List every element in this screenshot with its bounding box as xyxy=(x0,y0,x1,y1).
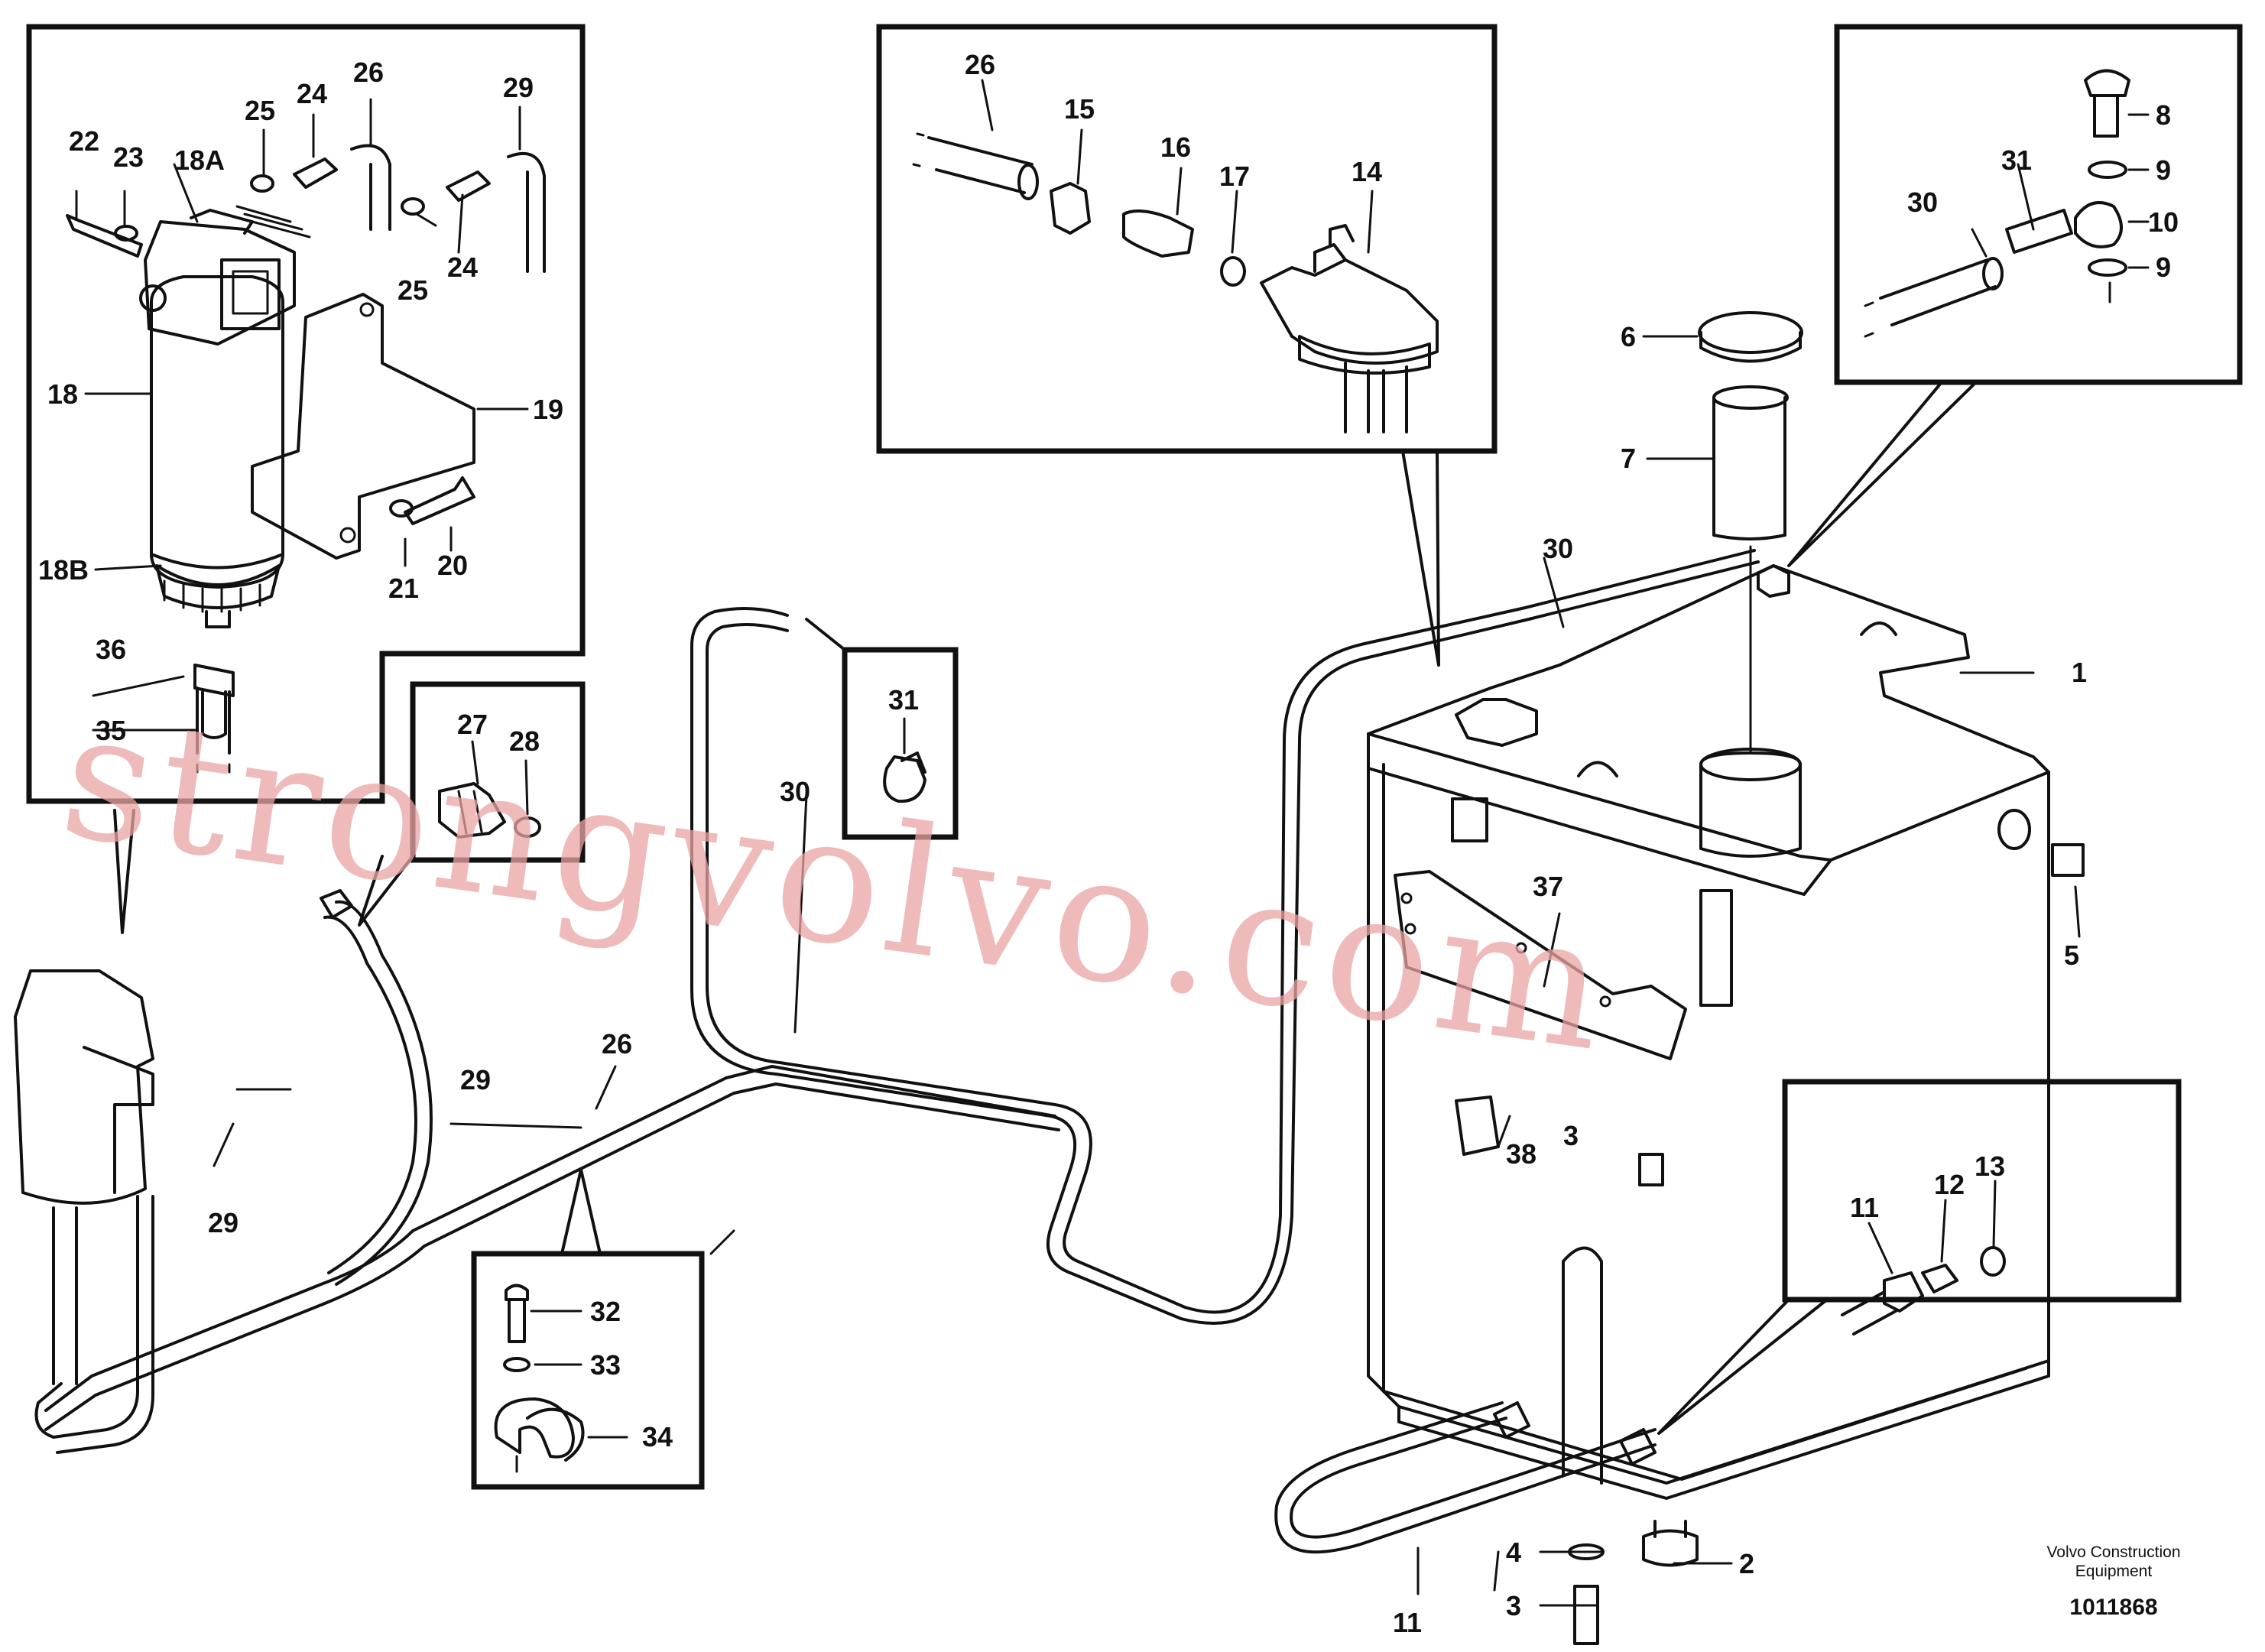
label-2: 2 xyxy=(1739,1548,1754,1579)
label-24a: 24 xyxy=(297,78,327,109)
detail-box-hose-end xyxy=(1782,1079,2182,1336)
label-32: 32 xyxy=(590,1296,621,1327)
label-7: 7 xyxy=(1621,443,1636,474)
label-25b: 25 xyxy=(398,274,428,306)
brand-line-2: Equipment xyxy=(2075,1563,2153,1580)
label-26-main: 26 xyxy=(602,1028,632,1060)
label-10: 10 xyxy=(2148,206,2179,238)
label-11: 11 xyxy=(1393,1607,1422,1638)
label-9a: 9 xyxy=(2156,154,2171,186)
label-4: 4 xyxy=(1506,1537,1521,1568)
label-33: 33 xyxy=(590,1349,621,1381)
detail-box-sender xyxy=(876,24,1498,454)
detail-box-filter xyxy=(26,24,586,804)
label-5: 5 xyxy=(2064,940,2079,971)
label-36: 36 xyxy=(96,634,126,665)
label-22: 22 xyxy=(69,125,99,157)
detail-box-clip xyxy=(842,647,959,840)
label-8: 8 xyxy=(2156,99,2171,131)
label-3: 3 xyxy=(1506,1590,1521,1621)
label-26-detail: 26 xyxy=(965,49,995,80)
label-12: 12 xyxy=(1934,1169,1965,1200)
label-25a: 25 xyxy=(245,95,275,126)
detail-box-clamp xyxy=(471,1251,705,1490)
watermark-text: strongvolvo.com xyxy=(50,673,1622,1092)
label-29-a: 29 xyxy=(460,1064,491,1095)
label-35: 35 xyxy=(96,715,126,746)
callout-pointers xyxy=(113,381,1978,1435)
label-9b: 9 xyxy=(2156,252,2171,283)
detail-box-banjo xyxy=(1834,24,2243,385)
label-14: 14 xyxy=(1352,156,1382,187)
label-18a: 18A xyxy=(174,144,225,176)
label-31-box: 31 xyxy=(888,684,919,716)
label-26-filter: 26 xyxy=(353,57,384,88)
label-23: 23 xyxy=(113,141,144,173)
label-18: 18 xyxy=(47,378,78,410)
label-6: 6 xyxy=(1621,321,1636,352)
hose-routes xyxy=(14,549,1760,1595)
part-labels: 1 2 3 4 5 6 7 8 9 10 9 11 11 12 13 14 15… xyxy=(38,49,2179,1638)
label-31-detail: 31 xyxy=(2001,144,2032,176)
label-29-b: 29 xyxy=(208,1207,239,1238)
label-16: 16 xyxy=(1160,131,1191,163)
label-24b: 24 xyxy=(447,252,478,283)
label-19: 19 xyxy=(533,394,563,425)
title-block: Volvo Construction Equipment 1011868 xyxy=(2046,1543,2180,1620)
label-1: 1 xyxy=(2072,657,2087,688)
drawing-number: 1011868 xyxy=(2069,1595,2157,1620)
label-29-filter: 29 xyxy=(503,72,534,103)
label-18b: 18B xyxy=(38,554,89,586)
label-30-top: 30 xyxy=(1543,533,1573,564)
detail-box-nipple xyxy=(410,681,586,863)
label-13: 13 xyxy=(1975,1151,2005,1182)
label-27: 27 xyxy=(457,709,488,740)
hydraulic-tank xyxy=(1367,311,2085,1645)
label-15: 15 xyxy=(1064,93,1095,125)
label-38: 38 xyxy=(1506,1138,1537,1170)
label-11-detail: 11 xyxy=(1850,1192,1879,1223)
label-30-detail: 30 xyxy=(1907,187,1938,218)
label-30-mid: 30 xyxy=(780,776,810,807)
label-20: 20 xyxy=(437,550,468,581)
label-37: 37 xyxy=(1533,871,1563,902)
brand-line-1: Volvo Construction xyxy=(2046,1543,2180,1561)
label-28: 28 xyxy=(509,725,540,757)
label-3-screw: 3 xyxy=(1563,1120,1579,1151)
label-34: 34 xyxy=(642,1421,673,1452)
label-21: 21 xyxy=(388,573,419,604)
label-17: 17 xyxy=(1219,161,1250,192)
